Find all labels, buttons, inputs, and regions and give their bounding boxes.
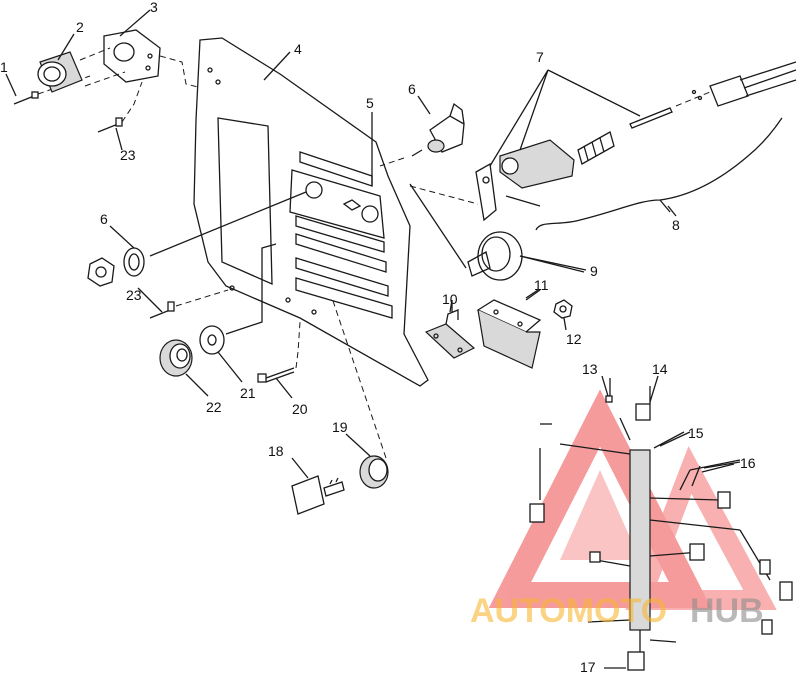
label-part-6-nut: 6 xyxy=(100,211,108,227)
part-7-key-switch-assembly xyxy=(409,69,673,222)
watermark-logo: AUTOMOTO HUB xyxy=(470,592,764,630)
part-12-nut xyxy=(553,299,573,319)
part-23-screw-lower xyxy=(149,289,229,319)
part-labels: 1 2 3 4 5 6 6 7 8 9 10 11 12 13 14 15 16… xyxy=(0,0,756,674)
label-part-4: 4 xyxy=(294,41,302,57)
label-part-16: 16 xyxy=(740,455,756,471)
part-8-wire-harness-connector xyxy=(535,61,797,231)
watermark-text-primary: AUTOMOTO xyxy=(470,592,667,630)
label-part-5: 5 xyxy=(366,95,374,111)
part-18-key xyxy=(291,475,345,515)
label-part-17: 17 xyxy=(580,659,596,674)
label-part-22: 22 xyxy=(206,399,222,415)
part-5-indicator xyxy=(342,112,373,211)
label-part-6-switch: 6 xyxy=(408,81,416,97)
label-part-2: 2 xyxy=(76,19,84,35)
label-part-19: 19 xyxy=(332,419,348,435)
label-part-18: 18 xyxy=(268,443,284,459)
label-part-23-upper: 23 xyxy=(120,147,136,163)
label-part-14: 14 xyxy=(652,361,668,377)
label-part-11: 11 xyxy=(534,277,549,293)
label-part-21: 21 xyxy=(240,385,256,401)
part-2-bezel xyxy=(37,51,83,93)
part-22-ring-nut xyxy=(159,339,193,377)
label-part-1: 1 xyxy=(0,59,8,75)
label-part-9: 9 xyxy=(590,263,598,279)
part-11-mount-bracket xyxy=(476,289,542,369)
label-part-3: 3 xyxy=(150,0,158,15)
part-10-bracket xyxy=(424,300,476,359)
label-part-7: 7 xyxy=(536,49,544,65)
label-part-13: 13 xyxy=(582,361,598,377)
part-19-ring xyxy=(331,297,389,489)
part-3-plate xyxy=(79,29,161,87)
part-6-nut-washer xyxy=(87,191,307,287)
parts-13-17-wiring-harness xyxy=(529,378,793,671)
watermark-text-secondary: HUB xyxy=(690,592,764,630)
label-part-23-lower: 23 xyxy=(126,287,142,303)
part-20-bolt xyxy=(257,321,301,383)
label-part-8: 8 xyxy=(672,217,680,233)
label-part-12: 12 xyxy=(566,331,582,347)
label-part-20: 20 xyxy=(292,401,308,417)
part-4-dash-panel xyxy=(193,37,429,387)
label-part-10: 10 xyxy=(442,291,458,307)
part-23-screw-upper xyxy=(97,55,203,133)
part-9-gauge xyxy=(409,183,585,281)
part-6-toggle-switch xyxy=(379,102,465,167)
label-part-15: 15 xyxy=(688,425,704,441)
leader-lines xyxy=(5,9,735,479)
part-21-washer xyxy=(199,243,277,355)
